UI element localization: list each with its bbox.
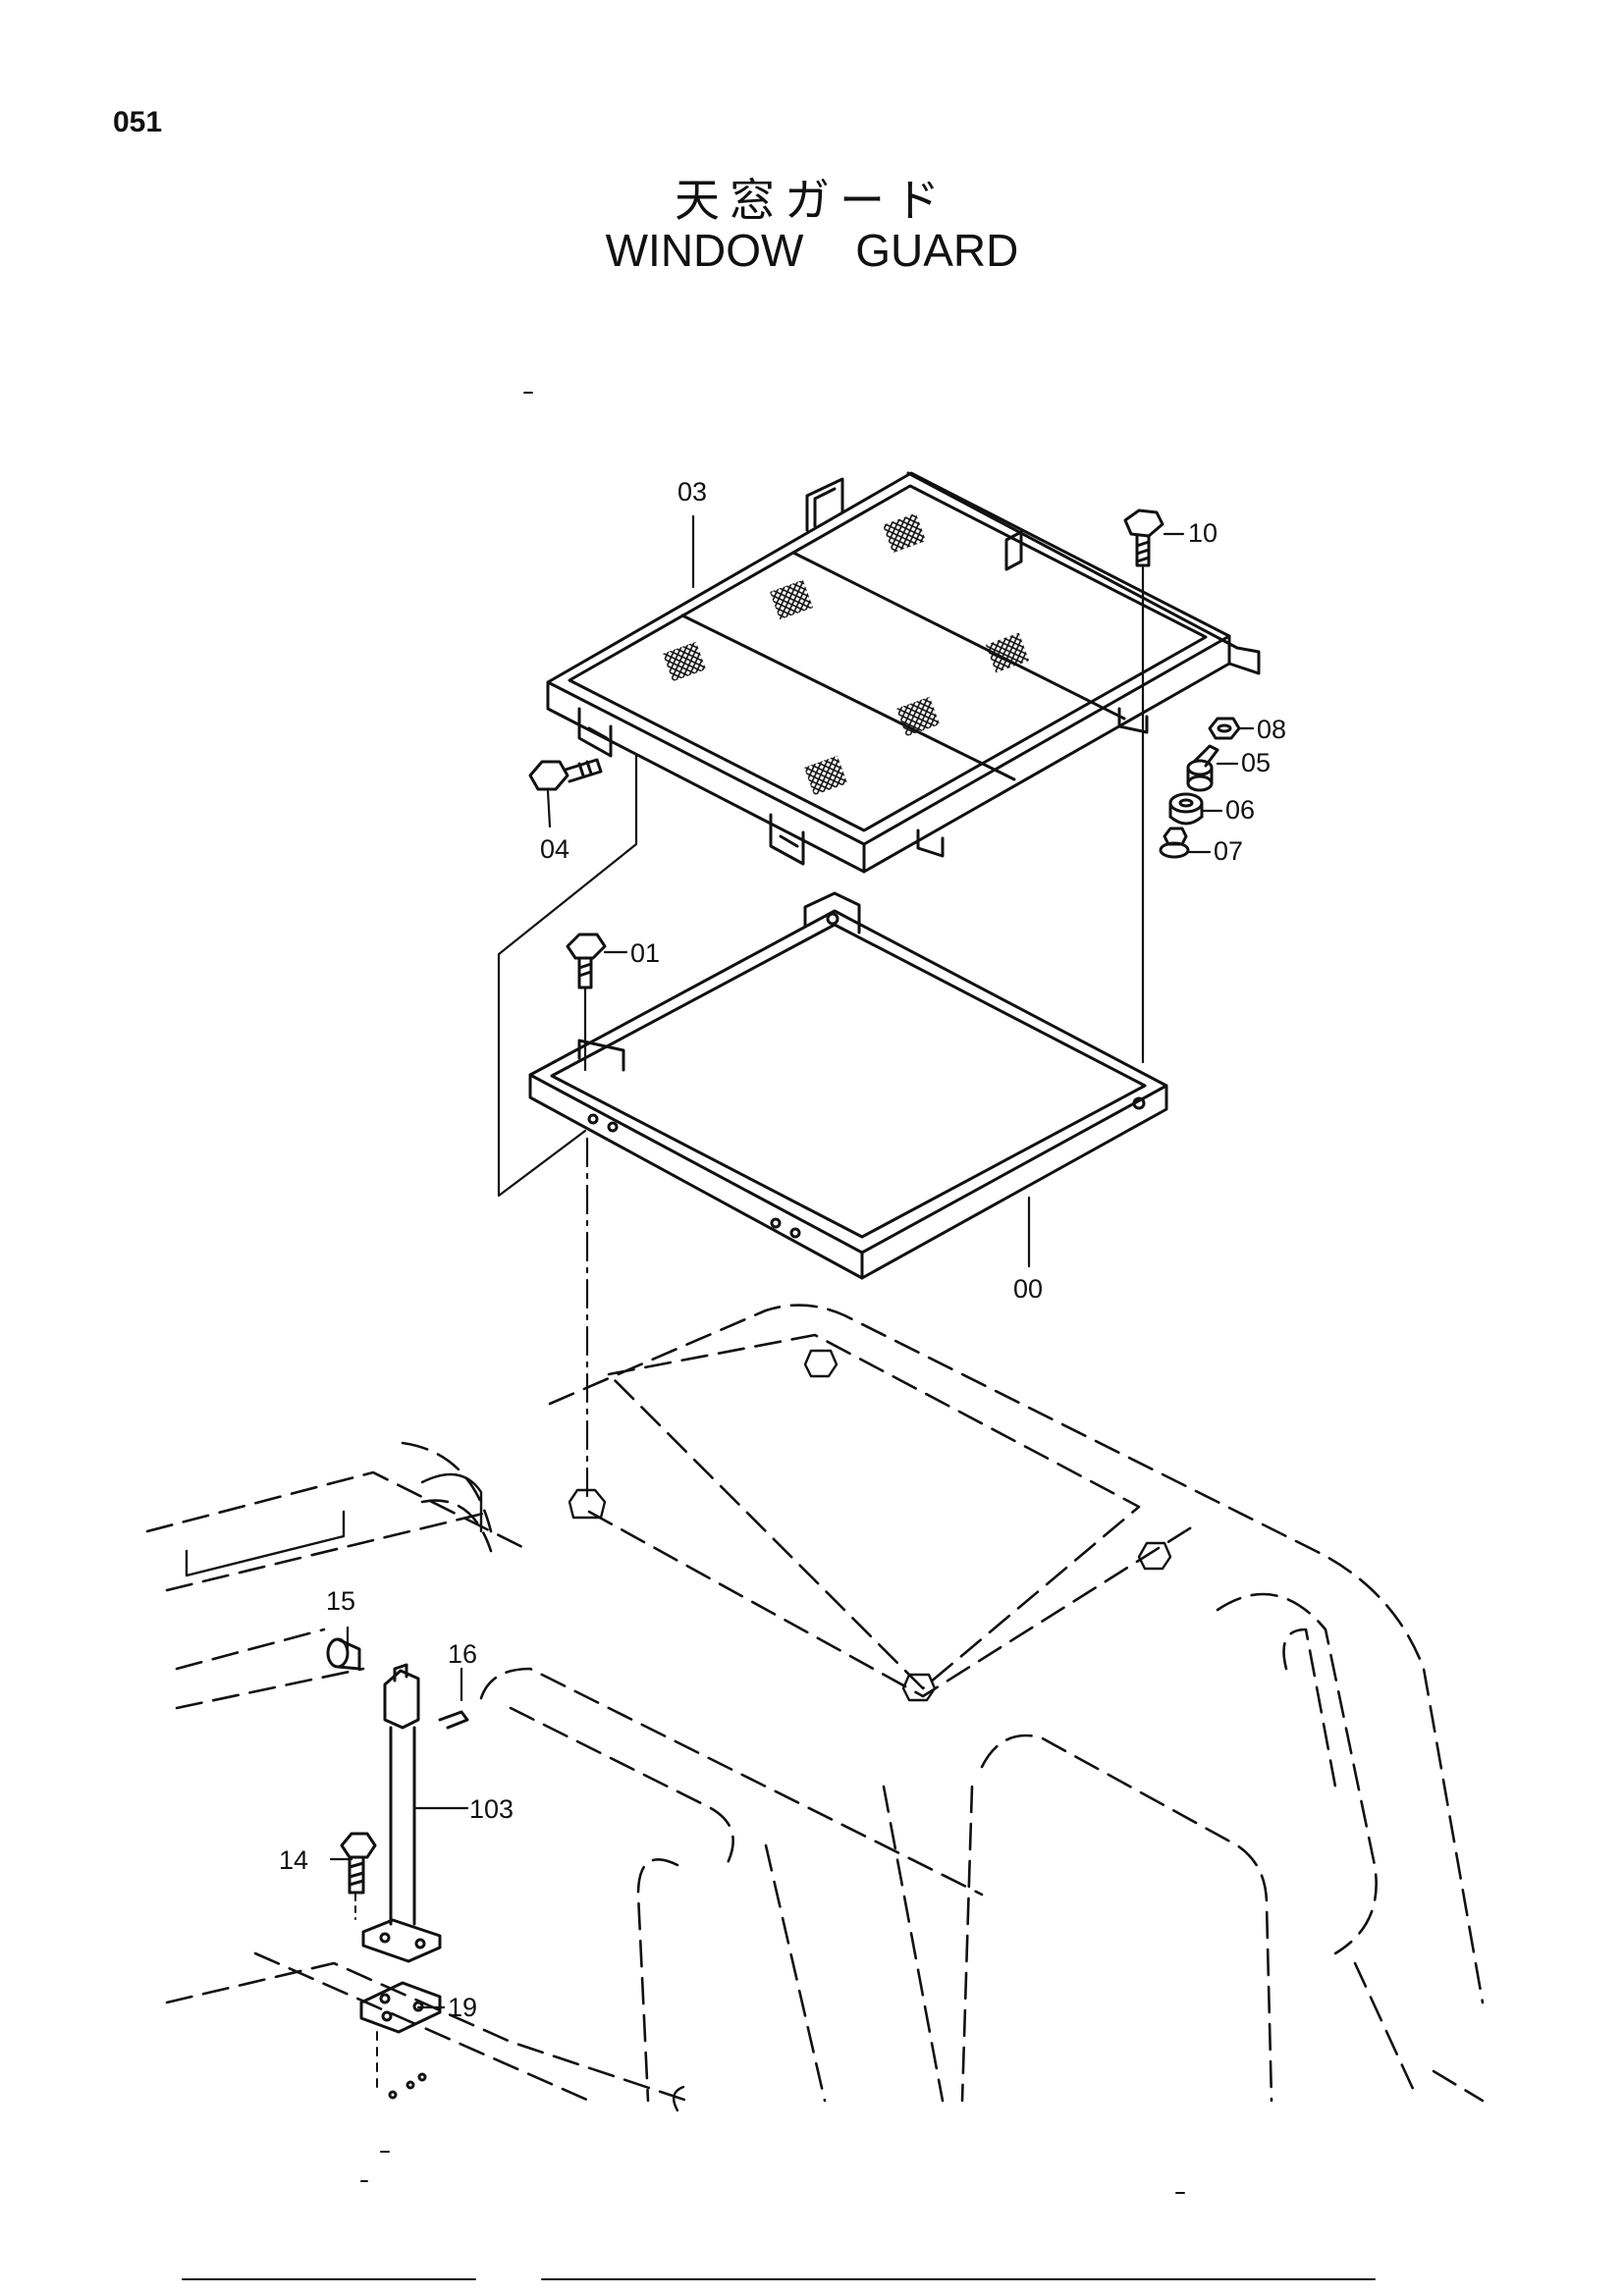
support-post-103 xyxy=(361,1663,442,1963)
callout-00: 00 xyxy=(1013,1274,1043,1304)
bolt-10-icon xyxy=(1123,508,1164,567)
leader-lines xyxy=(329,514,1255,2009)
plate-19-icon xyxy=(359,1981,442,2100)
pin-16-icon xyxy=(438,1710,469,1730)
callout-15: 15 xyxy=(326,1586,355,1616)
bolt-07-icon xyxy=(1159,827,1190,859)
callout-08: 08 xyxy=(1257,715,1286,744)
callout-103: 103 xyxy=(469,1794,514,1824)
page-number: 051 xyxy=(113,106,163,138)
callout-01: 01 xyxy=(630,938,660,968)
callout-07: 07 xyxy=(1214,836,1243,866)
cab-phantom-outline xyxy=(145,1304,1485,2103)
bolt-14-icon xyxy=(340,1832,377,1920)
title-english: WINDOW GUARD xyxy=(605,225,1019,276)
stray-marks xyxy=(182,392,1376,2280)
nut-08-icon xyxy=(1208,717,1241,740)
callout-04: 04 xyxy=(540,834,569,864)
bolt-15-icon xyxy=(326,1637,361,1671)
callout-19: 19 xyxy=(448,1993,477,2022)
callout-06: 06 xyxy=(1225,795,1255,825)
callout-03: 03 xyxy=(677,477,707,507)
title-japanese: 天窓ガード xyxy=(675,174,949,227)
bolt-04-icon xyxy=(528,758,603,791)
bolt-01-icon xyxy=(566,933,607,989)
callout-05: 05 xyxy=(1241,748,1271,777)
callout-14: 14 xyxy=(279,1845,308,1875)
window-guard-frame xyxy=(528,891,1168,1280)
spacer-05-icon xyxy=(1186,744,1219,792)
callout-10: 10 xyxy=(1188,518,1218,548)
window-guard-panel xyxy=(546,471,1261,874)
cushion-06-icon xyxy=(1168,792,1204,826)
callout-16: 16 xyxy=(448,1639,477,1669)
cab-solid-details xyxy=(185,1349,1172,2112)
callout-labels: 03 10 08 05 06 07 04 01 00 15 16 103 14 … xyxy=(279,477,1286,2022)
